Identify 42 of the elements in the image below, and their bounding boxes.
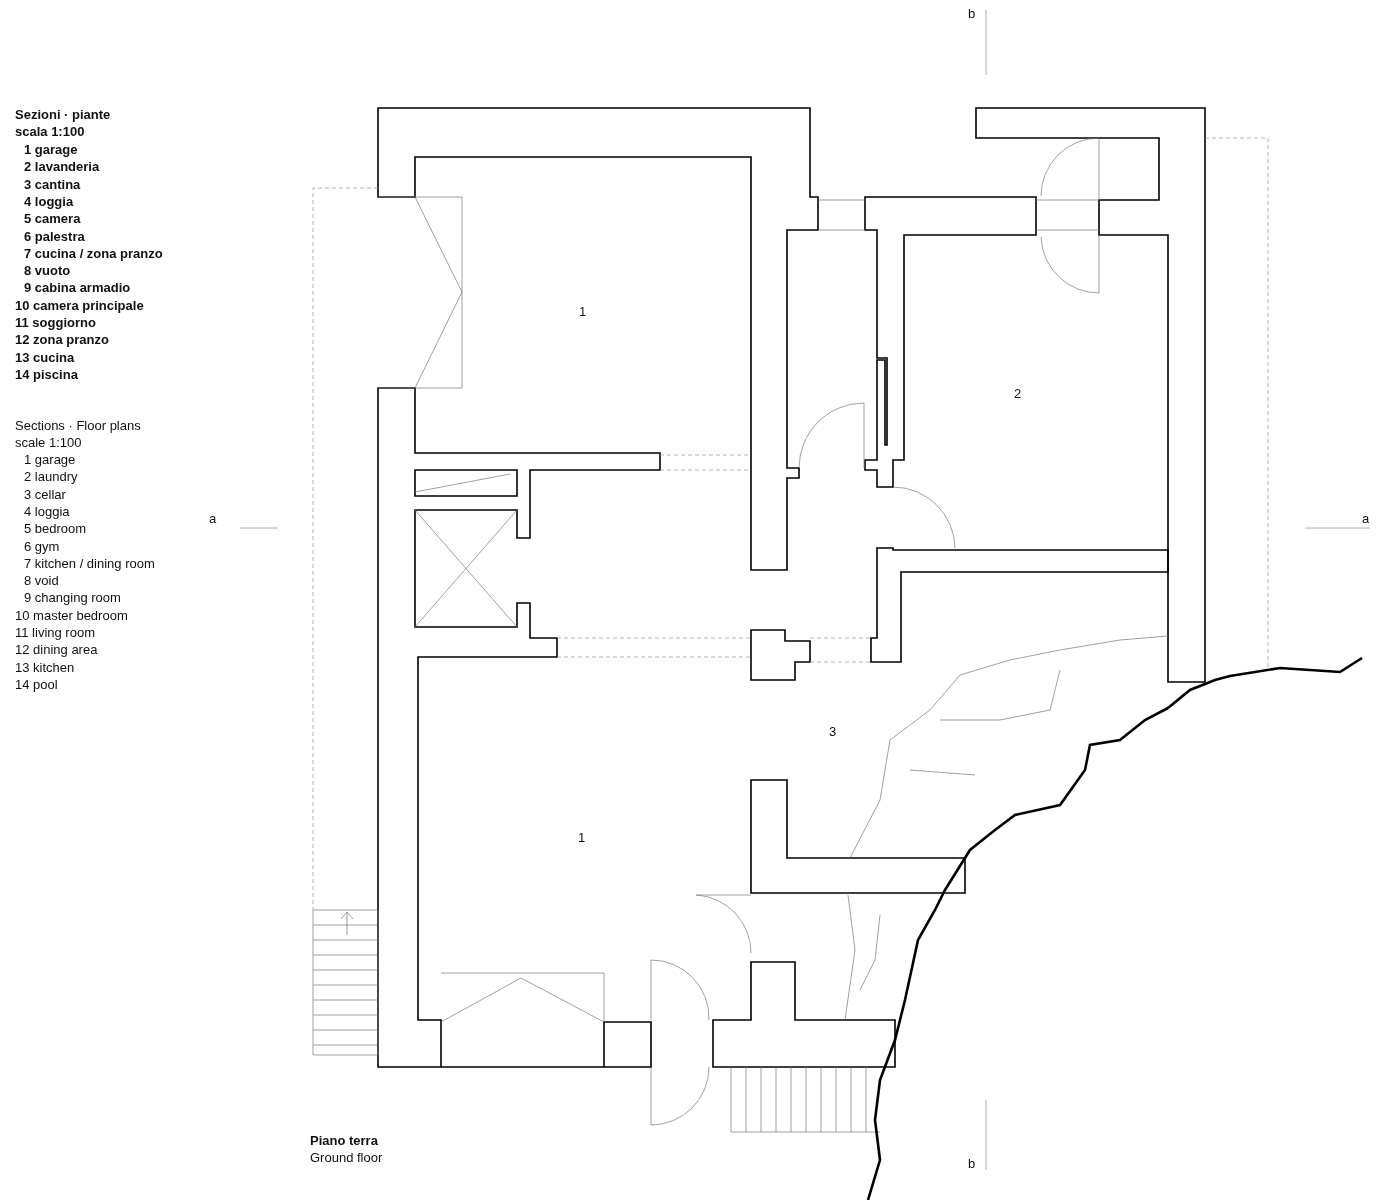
scale-note: scala 1:100 [15,124,85,139]
legend-item: 10 camera principale [15,297,144,313]
section-marker: a [1362,511,1370,526]
legend-item: 10 master bedroom [15,607,128,623]
legend-item: 7 cucina / zona pranzo [24,245,163,261]
drawing-title: Piano terra [310,1133,378,1148]
scale-note: scale 1:100 [15,435,82,450]
legend-item: 11 living room [15,625,95,640]
legend-item: 5 camera [24,211,81,227]
legend-item: 6 gym [24,538,60,554]
legend-item: 4 loggia [24,193,74,209]
legend-item: 2 lavanderia [24,159,100,175]
legend-item: 1 garage [24,142,78,157]
legend-item: 11 soggiorno [15,315,96,330]
legend-item: 14 piscina [15,366,78,382]
room-number: 2 [1014,386,1022,401]
legend-item: 2 laundry [24,469,78,485]
legend-item: 12 zona pranzo [15,332,109,348]
legend-item: 9 changing room [24,590,121,606]
room-number: 1 [579,304,587,319]
legend-item: 5 bedroom [24,521,87,537]
section-marker: a [209,511,217,526]
legend-item: 3 cantina [24,176,81,192]
legend-heading: Sections · Floor plans [15,418,141,433]
room-number: 3 [829,724,837,739]
legend-item: 12 dining area [15,642,98,658]
legend-item: 13 cucina [15,349,75,365]
section-marker: b [968,6,976,21]
legend-item: 1 garage [24,452,76,467]
legend-item: 13 kitchen [15,659,75,675]
room-number: 1 [578,830,586,845]
legend-item: 8 void [24,573,59,589]
legend-item: 9 cabina armadio [24,280,131,296]
section-marker: b [968,1156,976,1171]
legend-item: 6 palestra [24,228,85,244]
legend-item: 7 kitchen / dining room [24,555,155,571]
legend-item: 8 vuoto [24,263,71,279]
legend-heading: Sezioni · piante [15,107,111,122]
legend-item: 4 loggia [24,503,70,519]
drawing-title: Ground floor [310,1150,383,1165]
legend-item: 14 pool [15,676,58,692]
legend-item: 3 cellar [24,486,66,502]
